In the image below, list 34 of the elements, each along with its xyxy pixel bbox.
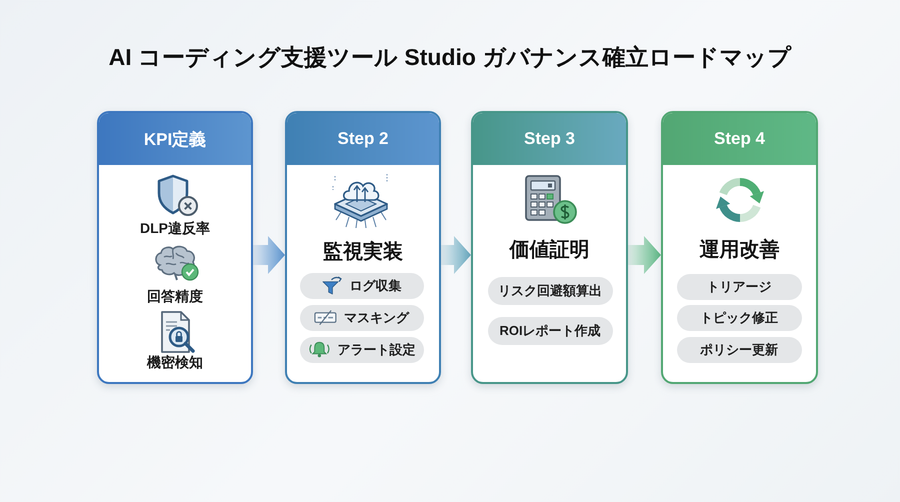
task-label: トピック修正 — [700, 310, 778, 326]
step-card — [97, 111, 253, 384]
task-label: リスク回避額算出 — [498, 282, 602, 298]
task-pill — [488, 276, 612, 304]
card-header: Step 2 — [287, 113, 439, 165]
task-pill — [676, 304, 802, 330]
task-pill — [300, 272, 424, 298]
step-card — [471, 111, 628, 384]
arrow — [628, 236, 661, 274]
task-label: ログ収集 — [349, 278, 402, 294]
task-pill — [676, 336, 802, 362]
task-label: ポリシー更新 — [700, 342, 778, 358]
kpi-label: 機密検知 — [147, 352, 203, 370]
task-label: トリアージ — [706, 278, 772, 294]
task-pill — [300, 304, 424, 330]
kpi-label: DLP違反率 — [140, 218, 210, 236]
step-title: 価値証明 — [510, 238, 590, 262]
step-title: 監視実装 — [323, 240, 403, 264]
task-label: アラート設定 — [337, 342, 416, 358]
task-label: マスキング — [344, 310, 409, 326]
card-header: Step 4 — [663, 113, 816, 165]
task-pill — [488, 316, 612, 344]
card-header: Step 3 — [473, 113, 626, 165]
arrow — [441, 236, 471, 274]
diagram-title: AI コーディング支援ツール Studio ガバナンス確立ロードマップ — [108, 43, 792, 72]
card-header: KPI定義 — [99, 113, 251, 165]
task-pill — [676, 274, 802, 300]
step-card — [661, 111, 818, 384]
step-title: 運用改善 — [700, 237, 780, 262]
task-pill — [300, 336, 424, 362]
kpi-label: 回答精度 — [147, 286, 203, 304]
step-card — [285, 111, 441, 384]
task-label: ROIレポート作成 — [499, 322, 601, 338]
arrow — [253, 236, 285, 274]
